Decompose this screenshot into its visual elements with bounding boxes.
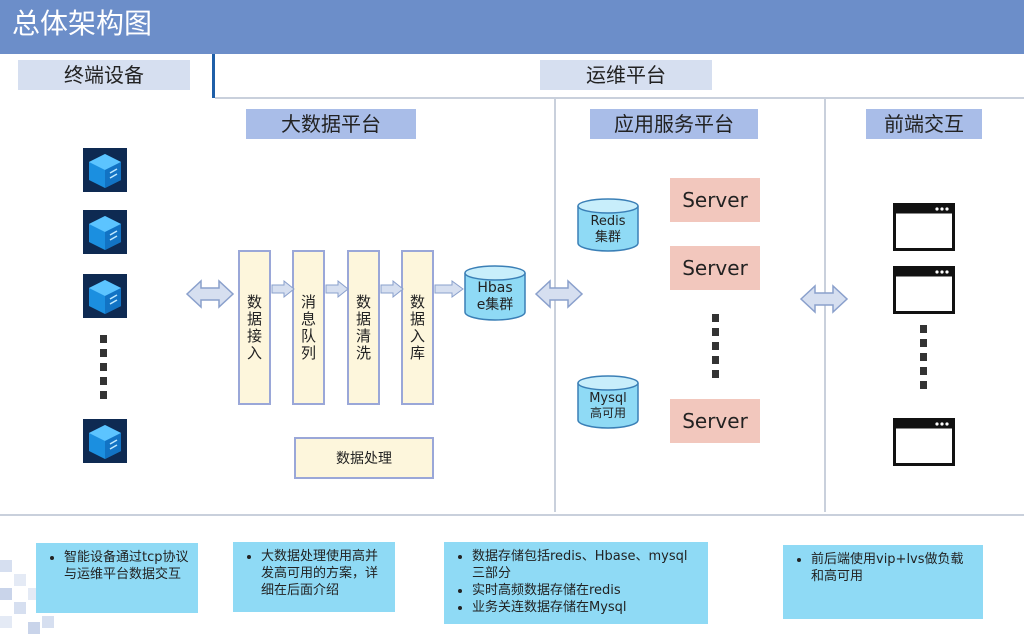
- note-text: 业务关连数据存储在Mysql: [472, 599, 700, 616]
- vertical-ellipsis-icon: [100, 335, 107, 399]
- double-arrow-icon: [534, 279, 584, 309]
- right-arrow-icon: [380, 280, 404, 298]
- note-frontend: 前后端使用vip+lvs做负载和高可用: [783, 545, 983, 619]
- note-text: 智能设备通过tcp协议与运维平台数据交互: [64, 549, 190, 583]
- server-box: Server: [670, 246, 760, 290]
- server-box: Server: [670, 399, 760, 443]
- ops-top-border: [215, 97, 1024, 99]
- note-text: 前后端使用vip+lvs做负载和高可用: [811, 551, 975, 585]
- mysql-cylinder: Mysql 高可用: [577, 375, 639, 429]
- mysql-label-line2: 高可用: [590, 405, 626, 420]
- right-arrow-icon: [434, 280, 464, 298]
- note-text: 实时高频数据存储在redis: [472, 582, 700, 599]
- step-data-ingest: 数据接入: [238, 250, 271, 405]
- section-label-appservice: 应用服务平台: [590, 109, 758, 139]
- server-device-icon: [83, 274, 127, 318]
- vertical-ellipsis-icon: [712, 314, 719, 378]
- note-text: 大数据处理使用高并发高可用的方案，详细在后面介绍: [261, 548, 387, 599]
- right-arrow-icon: [325, 280, 349, 298]
- bigdata-app-divider: [554, 98, 556, 512]
- section-label-ops: 运维平台: [540, 60, 712, 90]
- right-arrow-icon: [271, 280, 295, 298]
- section-label-frontend: 前端交互: [866, 109, 982, 139]
- vertical-ellipsis-icon: [920, 325, 927, 389]
- browser-window-icon: [893, 418, 955, 466]
- hbase-cluster-cylinder: Hbas e集群: [464, 265, 526, 321]
- section-label-bigdata: 大数据平台: [246, 109, 416, 139]
- note-bigdata: 大数据处理使用高并发高可用的方案，详细在后面介绍: [233, 542, 395, 612]
- hbase-label-line1: Hbas: [477, 280, 512, 296]
- hbase-label-line2: e集群: [477, 296, 514, 313]
- page-title: 总体架构图: [12, 7, 153, 40]
- server-device-icon: [83, 419, 127, 463]
- mysql-label-line1: Mysql: [589, 391, 627, 406]
- data-processing-box: 数据处理: [294, 437, 434, 479]
- step-data-cleaning: 数据清洗: [347, 250, 380, 405]
- redis-label-line2: 集群: [595, 229, 621, 245]
- note-terminal: 智能设备通过tcp协议与运维平台数据交互: [36, 543, 198, 613]
- step-message-queue: 消息队列: [292, 250, 325, 405]
- redis-label-line1: Redis: [590, 214, 625, 229]
- header-bar: 总体架构图: [0, 0, 1024, 54]
- server-device-icon: [83, 210, 127, 254]
- step-data-storage: 数据入库: [401, 250, 434, 405]
- section-label-terminal: 终端设备: [18, 60, 190, 90]
- redis-cluster-cylinder: Redis 集群: [577, 198, 639, 252]
- double-arrow-icon: [185, 279, 235, 309]
- server-box: Server: [670, 178, 760, 222]
- browser-window-icon: [893, 203, 955, 251]
- note-appservice: 数据存储包括redis、Hbase、mysql三部分 实时高频数据存储在redi…: [444, 542, 708, 624]
- browser-window-icon: [893, 266, 955, 314]
- note-text: 数据存储包括redis、Hbase、mysql三部分: [472, 548, 700, 582]
- double-arrow-icon: [799, 284, 849, 314]
- decorative-pattern: [0, 560, 54, 634]
- server-device-icon: [83, 148, 127, 192]
